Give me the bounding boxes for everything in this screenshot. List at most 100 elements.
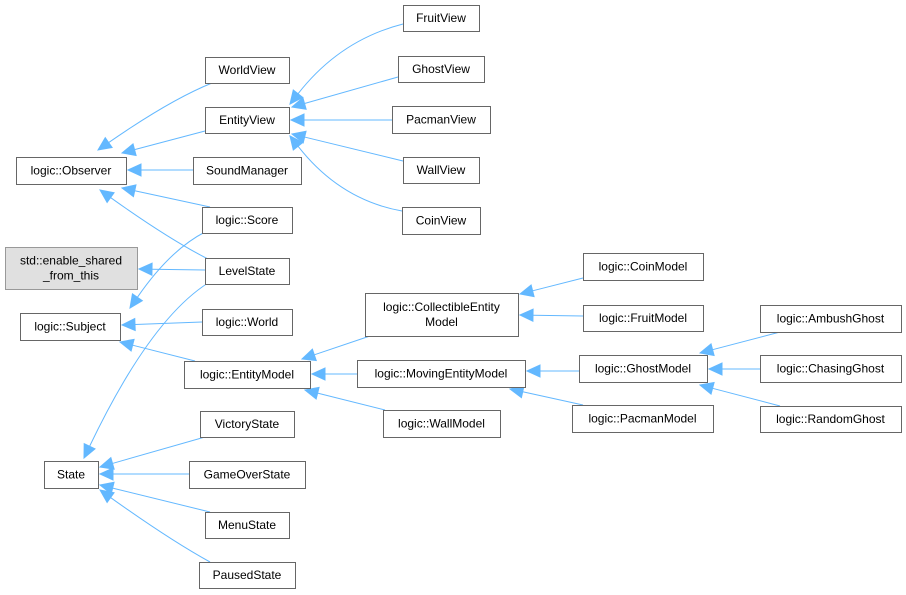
inheritance-edge-chasing-to-ghostmodel — [707, 362, 760, 376]
class-node-pacmanview[interactable]: PacmanView — [392, 106, 491, 134]
class-box — [5, 247, 138, 290]
class-node-state[interactable]: State — [44, 461, 99, 489]
inheritance-edge-ghostmodel-to-moving — [525, 364, 579, 378]
class-node-ghostview[interactable]: GhostView — [398, 56, 485, 83]
class-node-observer[interactable]: logic::Observer — [16, 157, 127, 185]
class-box — [44, 461, 99, 489]
class-box — [189, 461, 306, 489]
inheritance-edge-levelstate-to-state — [83, 282, 209, 460]
edge-line — [297, 23, 404, 95]
class-node-random[interactable]: logic::RandomGhost — [760, 406, 902, 433]
edge-line — [112, 436, 206, 464]
edge-line — [712, 331, 781, 351]
edge-line — [110, 497, 211, 563]
class-box — [184, 361, 311, 389]
class-box — [200, 411, 295, 438]
inheritance-edge-wallmodel-to-entitymodel — [303, 386, 386, 411]
inheritance-edge-levelstate-to-observer — [99, 189, 211, 261]
class-label: logic::MovingEntityModel — [375, 367, 508, 381]
edge-arrowhead-icon — [99, 189, 115, 204]
class-node-enable_shared[interactable]: std::enable_shared_from_this — [5, 247, 138, 290]
edge-arrowhead-icon — [126, 163, 142, 177]
class-node-chasing[interactable]: logic::ChasingGhost — [760, 355, 902, 383]
edge-arrowhead-icon — [518, 308, 534, 322]
class-label: CoinView — [416, 214, 467, 228]
class-node-pacmanmodel[interactable]: logic::PacmanModel — [572, 405, 714, 433]
class-node-entityview[interactable]: EntityView — [205, 107, 290, 134]
class-label: PacmanView — [406, 113, 476, 127]
class-box — [403, 157, 480, 184]
class-node-score[interactable]: logic::Score — [202, 207, 293, 234]
edge-line — [532, 314, 584, 317]
class-box — [760, 355, 902, 383]
class-node-fruitview[interactable]: FruitView — [403, 5, 480, 32]
inheritance-edge-random-to-ghostmodel — [698, 381, 781, 407]
inheritance-edge-score-to-observer — [120, 184, 211, 208]
edge-arrowhead-icon — [290, 130, 307, 144]
edge-arrowhead-icon — [120, 317, 136, 332]
edge-arrowhead-icon — [289, 113, 305, 127]
inheritance-edge-entitymodel-to-subject — [118, 338, 196, 362]
edge-line — [89, 282, 209, 447]
class-box — [583, 305, 704, 332]
inheritance-edge-moving-to-entitymodel — [310, 367, 357, 381]
class-box — [357, 360, 526, 388]
edge-arrowhead-icon — [300, 348, 317, 362]
edge-line — [112, 487, 211, 513]
class-label: MenuState — [218, 518, 276, 532]
inheritance-edge-pausedstate-to-state — [99, 489, 211, 563]
class-node-fruitmodel[interactable]: logic::FruitModel — [583, 305, 704, 332]
class-label: logic::RandomGhost — [776, 412, 885, 426]
edge-arrowhead-icon — [118, 338, 135, 352]
class-box — [205, 107, 290, 134]
class-node-wallmodel[interactable]: logic::WallModel — [383, 410, 501, 438]
edge-arrowhead-icon — [129, 293, 144, 309]
inheritance-edge-collectible-to-entitymodel — [300, 335, 371, 362]
class-node-ghostmodel[interactable]: logic::GhostModel — [579, 355, 708, 383]
class-box — [202, 309, 293, 336]
inheritance-edge-fruitmodel-to-collectible — [518, 308, 584, 322]
class-node-ambush[interactable]: logic::AmbushGhost — [760, 305, 902, 333]
class-box — [760, 305, 902, 333]
class-label: GameOverState — [204, 468, 291, 482]
class-node-coinview[interactable]: CoinView — [402, 207, 481, 235]
edge-arrowhead-icon — [518, 284, 535, 298]
edge-line — [132, 344, 196, 362]
class-label: logic::AmbushGhost — [777, 312, 885, 326]
class-label: logic::PacmanModel — [588, 412, 696, 426]
class-node-gameoverstate[interactable]: GameOverState — [189, 461, 306, 489]
class-label: PausedState — [213, 568, 282, 582]
edge-arrowhead-icon — [525, 364, 541, 378]
edge-arrowhead-icon — [310, 367, 326, 381]
edge-line — [151, 268, 206, 271]
class-node-entitymodel[interactable]: logic::EntityModel — [184, 361, 311, 389]
edge-arrowhead-icon — [137, 262, 153, 276]
class-box — [583, 253, 704, 281]
edge-line — [712, 387, 781, 407]
class-node-menustate[interactable]: MenuState — [205, 512, 290, 539]
class-node-victorystate[interactable]: VictoryState — [200, 411, 295, 438]
class-node-pausedstate[interactable]: PausedState — [199, 562, 296, 589]
class-label: FruitView — [416, 11, 466, 25]
class-label: Model — [425, 315, 458, 329]
class-node-coinmodel[interactable]: logic::CoinModel — [583, 253, 704, 281]
inheritance-edge-pacmanview-to-entityview — [289, 113, 392, 127]
class-node-moving[interactable]: logic::MovingEntityModel — [357, 360, 526, 388]
edge-arrowhead-icon — [698, 381, 715, 395]
class-node-world[interactable]: logic::World — [202, 309, 293, 336]
class-label: EntityView — [219, 113, 275, 127]
class-box — [392, 106, 491, 134]
class-node-soundmanager[interactable]: SoundManager — [193, 157, 302, 185]
class-node-wallview[interactable]: WallView — [403, 157, 480, 184]
edge-arrowhead-icon — [120, 142, 137, 157]
inheritance-edge-coinmodel-to-collectible — [518, 277, 584, 298]
edge-arrowhead-icon — [98, 456, 115, 470]
edge-arrowhead-icon — [98, 467, 114, 481]
inheritance-edge-pacmanmodel-to-moving — [508, 385, 584, 406]
class-node-worldview[interactable]: WorldView — [205, 57, 290, 84]
class-label: WorldView — [219, 63, 276, 77]
class-node-levelstate[interactable]: LevelState — [205, 258, 290, 285]
class-node-subject[interactable]: logic::Subject — [20, 313, 121, 341]
